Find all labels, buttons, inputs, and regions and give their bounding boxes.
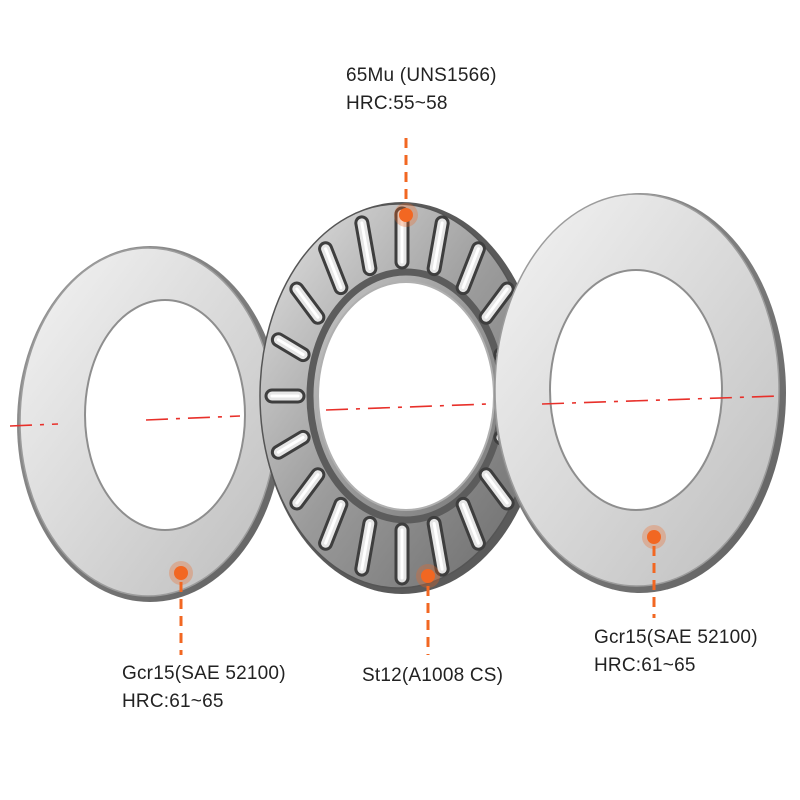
left-washer-marker-dot [174, 566, 188, 580]
left-washer-callout: Gcr15(SAE 52100) HRC:61~65 [122, 660, 286, 716]
right-washer-callout: Gcr15(SAE 52100) HRC:61~65 [594, 624, 758, 680]
rollers-marker-dot [421, 569, 435, 583]
left-washer-hardness-label: HRC:61~65 [122, 688, 286, 716]
right-washer-material-label: Gcr15(SAE 52100) [594, 624, 758, 652]
right-washer-face [495, 194, 779, 586]
right-washer-marker-dot [647, 530, 661, 544]
rollers-callout: St12(A1008 CS) [362, 662, 503, 690]
cage-inner-bore [318, 282, 494, 510]
cage-callout: 65Mu (UNS1566) HRC:55~58 [346, 62, 497, 118]
cage-marker-dot [399, 208, 413, 222]
cage-hardness-label: HRC:55~58 [346, 90, 497, 118]
right-washer-hardness-label: HRC:61~65 [594, 652, 758, 680]
left-washer-face [20, 248, 276, 596]
left-washer-material-label: Gcr15(SAE 52100) [122, 660, 286, 688]
cage-material-label: 65Mu (UNS1566) [346, 62, 497, 90]
rollers-material-label: St12(A1008 CS) [362, 662, 503, 690]
right-washer [494, 193, 786, 593]
